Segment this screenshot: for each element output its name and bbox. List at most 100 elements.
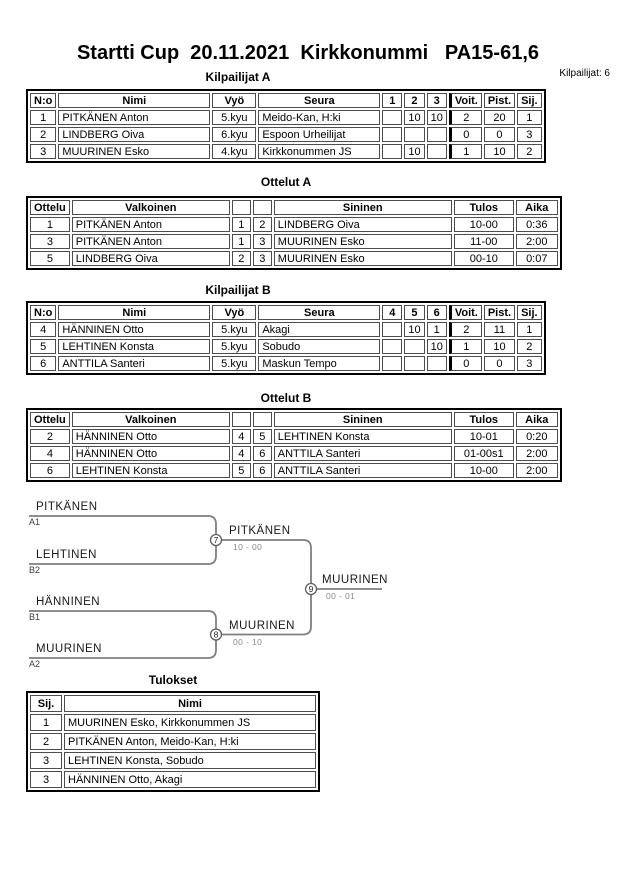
match-number-circle: [209, 628, 223, 641]
cell: 2:00: [515, 446, 558, 461]
col-header: Voit.: [448, 305, 482, 320]
cell: HÄNNINEN Otto: [71, 446, 230, 461]
col-header: Aika: [515, 200, 558, 215]
table-row: 1 MUURINEN Esko, Kirkkonummen JS: [30, 714, 316, 731]
cell: 1: [30, 217, 70, 232]
cell: PITKÄNEN Anton: [71, 234, 230, 249]
cell: Kirkkonummen JS: [258, 144, 381, 159]
bracket-seed: B1: [29, 612, 41, 622]
cell: 2: [517, 339, 542, 354]
cell: LINDBERG Oiva: [273, 217, 452, 232]
header-row: N:o Nimi Vyö Seura 1 2 3 Voit. Pist. Sij…: [30, 93, 542, 108]
match-number: 8: [214, 630, 219, 640]
col-header: Sininen: [273, 200, 452, 215]
cell: 0:07: [515, 251, 558, 266]
bracket-competitor: MUURINEN: [36, 643, 102, 655]
cell: 1: [30, 110, 57, 125]
cell: [404, 127, 425, 142]
cell: ANTTILA Santeri: [58, 356, 211, 371]
col-header: Sij.: [517, 93, 542, 108]
cell: 00-10: [453, 251, 514, 266]
bracket-seed: B2: [29, 565, 41, 575]
cell: 2: [30, 733, 62, 750]
cell: 3: [252, 251, 272, 266]
table-row: 6 ANTTILA Santeri 5.kyu Maskun Tempo 0 0…: [30, 356, 542, 371]
cell: ANTTILA Santeri: [273, 463, 452, 478]
matches-b-title: Ottelut B: [260, 391, 312, 405]
col-header: N:o: [30, 305, 57, 320]
cell: [382, 110, 403, 125]
cell: 10-00: [453, 217, 514, 232]
col-header: Sij.: [30, 695, 62, 712]
cell: 10: [426, 110, 447, 125]
results-title: Tulokset: [148, 673, 198, 687]
cell: 10: [404, 110, 425, 125]
col-header: 6: [426, 305, 447, 320]
col-header: Nimi: [58, 93, 211, 108]
cell: 10: [404, 144, 425, 159]
cell: 2:00: [515, 463, 558, 478]
cell: [404, 356, 425, 371]
table-row: 2 PITKÄNEN Anton, Meido-Kan, H:ki: [30, 733, 316, 750]
cell: 1: [448, 339, 482, 354]
bracket-score: 00 - 10: [233, 637, 263, 647]
page-title: Startti Cup 20.11.2021 Kirkkonummi PA15-…: [76, 42, 540, 64]
cell: 0: [448, 127, 482, 142]
bracket-score: 10 - 00: [233, 542, 263, 552]
cell: 2: [30, 429, 70, 444]
col-header: N:o: [30, 93, 57, 108]
col-header: Tulos: [453, 200, 514, 215]
table-row: 4 HÄNNINEN Otto 5.kyu Akagi 10 1 2 11 1: [30, 322, 542, 337]
cell: 1: [448, 144, 482, 159]
cell: 1: [517, 322, 542, 337]
table-row: 3 PITKÄNEN Anton 1 3 MUURINEN Esko 11-00…: [30, 234, 558, 249]
cell: [382, 127, 403, 142]
cell: LEHTINEN Konsta: [58, 339, 211, 354]
col-header: 3: [426, 93, 447, 108]
cell: 2: [517, 144, 542, 159]
matches-a-title: Ottelut A: [260, 175, 312, 189]
col-header: 4: [382, 305, 403, 320]
bracket-line-winner-8: [216, 589, 312, 636]
col-header: Seura: [258, 305, 381, 320]
col-header: Tulos: [453, 412, 514, 427]
cell: 3: [30, 771, 62, 788]
cell: 01-00s1: [453, 446, 514, 461]
cell: 1: [517, 110, 542, 125]
header-row: N:o Nimi Vyö Seura 4 5 6 Voit. Pist. Sij…: [30, 305, 542, 320]
cell: 0: [483, 127, 516, 142]
col-header: Valkoinen: [71, 412, 230, 427]
bracket-winner: MUURINEN: [229, 620, 295, 632]
col-header: [252, 200, 272, 215]
cell: [426, 144, 447, 159]
cell: Maskun Tempo: [258, 356, 381, 371]
cell: [426, 356, 447, 371]
col-header: 5: [404, 305, 425, 320]
cell: PITKÄNEN Anton: [71, 217, 230, 232]
cell: LINDBERG Oiva: [58, 127, 211, 142]
cell: 11: [483, 322, 516, 337]
header-row: Ottelu Valkoinen Sininen Tulos Aika: [30, 200, 558, 215]
table-row: 2 HÄNNINEN Otto 4 5 LEHTINEN Konsta 10-0…: [30, 429, 558, 444]
cell: 5.kyu: [212, 110, 257, 125]
cell: 10: [483, 339, 516, 354]
pool-a-title: Kilpailijat A: [205, 70, 271, 84]
col-header: Ottelu: [30, 412, 70, 427]
cell: 3: [517, 127, 542, 142]
cell: PITKÄNEN Anton, Meido-Kan, H:ki: [64, 733, 316, 750]
cell: HÄNNINEN Otto: [58, 322, 211, 337]
results-table: Sij. Nimi 1 MUURINEN Esko, Kirkkonummen …: [26, 691, 320, 792]
cell: 2: [30, 127, 57, 142]
col-header: [252, 412, 272, 427]
cell: 5: [231, 463, 251, 478]
bracket-winner: PITKÄNEN: [229, 525, 291, 537]
cell: HÄNNINEN Otto, Akagi: [64, 771, 316, 788]
cell: [382, 339, 403, 354]
cell: 3: [517, 356, 542, 371]
header-row: Ottelu Valkoinen Sininen Tulos Aika: [30, 412, 558, 427]
cell: 0: [448, 356, 482, 371]
bracket-winner: MUURINEN: [322, 574, 388, 586]
cell: 3: [30, 144, 57, 159]
bracket-competitor: PITKÄNEN: [36, 501, 98, 513]
cell: MUURINEN Esko: [273, 251, 452, 266]
